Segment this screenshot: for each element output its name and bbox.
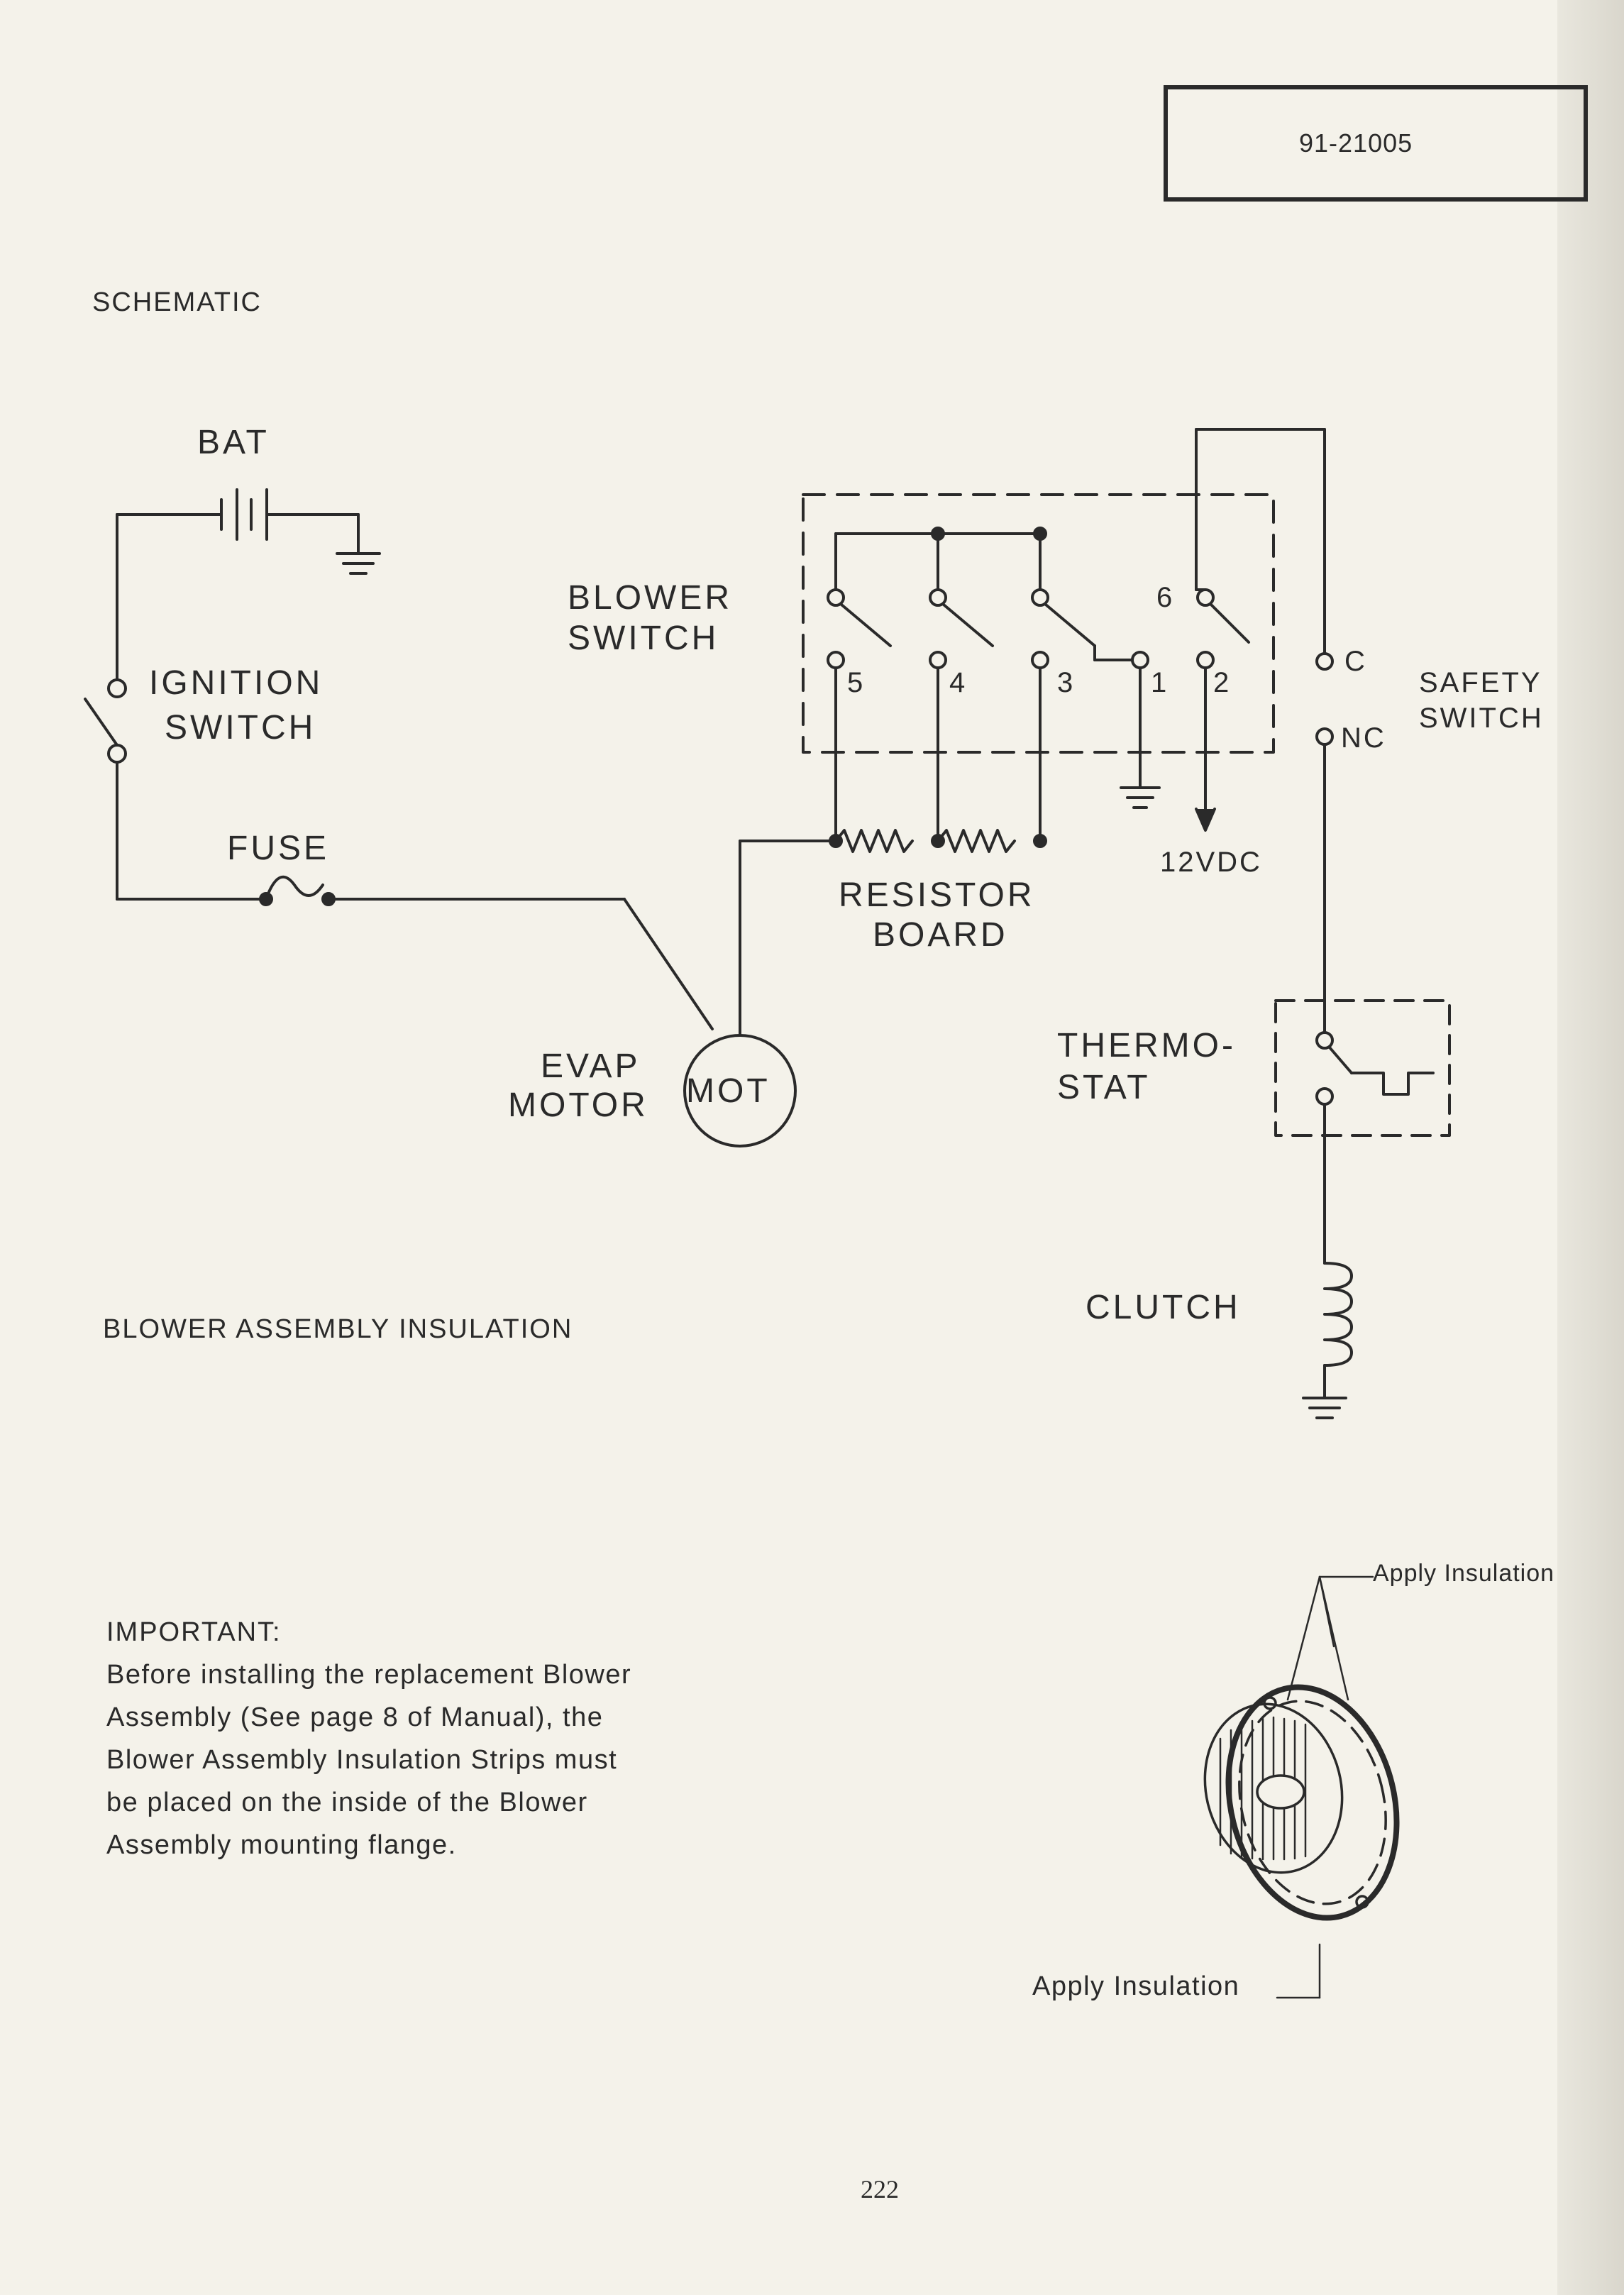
switch-ground-icon <box>1120 786 1161 809</box>
important-note: IMPORTANT: Before installing the replace… <box>106 1611 745 1866</box>
ignition-switch-symbol <box>84 513 262 901</box>
switch-position-3: 3 <box>1057 667 1076 698</box>
page-edge-shadow <box>1557 0 1624 2295</box>
blower-switch-contacts <box>827 428 1326 832</box>
blower-switch-label-line-2: SWITCH <box>568 620 719 657</box>
safety-switch-label-line-1: SAFETY <box>1419 667 1542 698</box>
important-line: be placed on the inside of the Blower <box>106 1788 588 1817</box>
safety-switch-symbol <box>1315 428 1334 1033</box>
fuse-label: FUSE <box>227 830 330 867</box>
clutch-label: CLUTCH <box>1086 1289 1241 1326</box>
safety-switch-c-terminal: C <box>1344 646 1367 677</box>
important-title: IMPORTANT: <box>106 1617 282 1647</box>
switch-position-5: 5 <box>847 667 866 698</box>
switch-position-6: 6 <box>1156 582 1175 613</box>
clutch-ground-icon <box>1302 1397 1347 1419</box>
evap-motor-label-line-2: MOTOR <box>508 1086 648 1124</box>
insulation-section-title: BLOWER ASSEMBLY INSULATION <box>103 1314 573 1344</box>
resistor-label-line-2: BOARD <box>873 916 1008 954</box>
ground-icon <box>336 552 381 575</box>
resistor-board-symbol <box>829 667 1047 853</box>
battery-label: BAT <box>197 424 270 461</box>
safety-switch-label-line-2: SWITCH <box>1419 703 1544 734</box>
important-line: Assembly (See page 8 of Manual), the <box>106 1702 604 1732</box>
resistor-label-line-1: RESISTOR <box>839 876 1035 914</box>
motor-symbol-label: MOT <box>686 1072 770 1110</box>
ignition-label-line-1: IGNITION <box>149 664 324 702</box>
important-line: Blower Assembly Insulation Strips must <box>106 1745 618 1775</box>
switch-position-1: 1 <box>1151 667 1169 698</box>
document-number: 91-21005 <box>1299 128 1413 158</box>
evap-motor-label-line-1: EVAP <box>541 1047 641 1085</box>
callout-leaders <box>1276 1575 1374 1999</box>
voltage-label: 12VDC <box>1160 847 1262 878</box>
safety-switch-nc-terminal: NC <box>1341 722 1386 754</box>
blower-assembly-illustration <box>1203 1684 1400 1921</box>
page-number: 222 <box>861 2175 899 2203</box>
important-line: Before installing the replacement Blower <box>106 1660 632 1690</box>
thermostat-label-line-2: STAT <box>1057 1069 1151 1106</box>
callout-apply-insulation-top: Apply Insulation <box>1373 1560 1555 1587</box>
blower-switch-label-line-1: BLOWER <box>568 579 733 617</box>
switch-position-2: 2 <box>1213 667 1232 698</box>
ignition-label-line-2: SWITCH <box>165 709 316 747</box>
thermostat-label-line-1: THERMO- <box>1057 1027 1236 1064</box>
blower-switch-enclosure <box>802 493 1275 754</box>
callout-apply-insulation-bottom: Apply Insulation <box>1032 1971 1240 2001</box>
clutch-coil-symbol <box>1323 1262 1353 1399</box>
switch-position-4: 4 <box>949 667 968 698</box>
fuse-symbol <box>259 875 714 1030</box>
document-number-box: 91-21005 <box>1164 85 1588 202</box>
battery-symbol <box>116 488 360 555</box>
thermostat-symbol <box>1274 999 1451 1265</box>
section-title: SCHEMATIC <box>92 287 262 317</box>
important-line: Assembly mounting flange. <box>106 1830 457 1860</box>
evap-motor-symbol <box>683 840 837 1148</box>
